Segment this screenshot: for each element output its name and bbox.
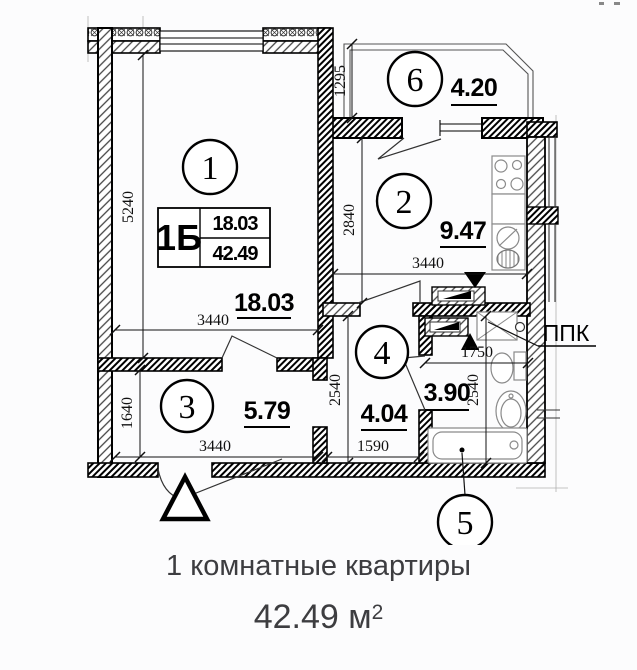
area-living: 18.03 <box>234 289 294 317</box>
area-labels: 18.03 9.47 4.20 5.79 4.04 3.90 <box>234 74 498 431</box>
vent-duct-bathroom <box>424 317 479 350</box>
dim-living-height: 5240 <box>120 191 137 223</box>
dim-corridor-height: 1640 <box>119 397 136 429</box>
floor-plan-drawing: 5240 3440 1295 2840 3440 2540 1590 3440 … <box>87 2 620 545</box>
area-corridor: 5.79 <box>244 397 291 425</box>
room-circle-kitchen: 2 <box>396 184 413 221</box>
caption-area-value: 42.49 м <box>253 598 372 637</box>
bathtub <box>427 427 528 464</box>
balcony-door <box>377 137 442 160</box>
type-table: 1Б 18.03 42.49 <box>156 207 271 268</box>
type-total-area: 42.49 <box>212 243 258 265</box>
area-kitchen: 9.47 <box>440 217 487 245</box>
dim-kitchen-height: 2840 <box>341 204 358 236</box>
room-circles: 1 2 3 4 6 5 <box>159 50 494 545</box>
kitchen-door <box>357 280 421 304</box>
balcony-outline <box>343 43 534 118</box>
caption: 1 комнатные квартиры 42.49 м2 <box>0 548 637 637</box>
cropped-text-artifact <box>599 2 620 5</box>
type-label: 1Б <box>156 217 202 258</box>
caption-area-sup: 2 <box>371 601 384 625</box>
room-circle-balcony: 6 <box>407 62 424 99</box>
interior-walls <box>97 27 531 464</box>
vent-ducts <box>424 272 486 350</box>
stove <box>491 155 526 195</box>
caption-title: 1 комнатные квартиры <box>166 550 471 582</box>
bathroom-fixtures <box>427 311 528 464</box>
room-circle-living: 1 <box>202 150 219 187</box>
type-room-area: 18.03 <box>212 213 258 235</box>
room-circle-hall: 4 <box>374 335 391 372</box>
dim-hall-width: 1590 <box>357 438 389 455</box>
kitchen-sink <box>491 223 526 271</box>
room-circle-corridor: 3 <box>179 389 196 426</box>
vent-duct-kitchen <box>431 272 486 306</box>
area-balcony: 4.20 <box>451 74 498 102</box>
entrance-door-leaf <box>180 458 283 500</box>
room-circle-bathroom: 5 <box>457 505 474 542</box>
kitchen-fixtures <box>491 155 526 271</box>
caption-area: 42.49 м2 <box>0 598 637 637</box>
living-room-door <box>221 335 278 359</box>
dim-bathroom-height: 2540 <box>465 374 482 406</box>
dim-kitchen-width: 3440 <box>412 255 444 272</box>
dimension-lines <box>109 38 534 469</box>
area-hall: 4.04 <box>361 400 408 428</box>
dim-corridor-width: 3440 <box>199 438 231 455</box>
dim-living-width: 3440 <box>197 312 229 329</box>
washbasin <box>495 390 527 432</box>
dim-hall-height: 2540 <box>327 374 344 406</box>
vent-arrow-down <box>464 272 486 288</box>
kitchen-cabinet <box>491 193 526 225</box>
ppk-label: ППК <box>543 320 590 346</box>
area-bathroom: 3.90 <box>424 379 471 407</box>
dimension-texts: 5240 3440 1295 2840 3440 2540 1590 3440 … <box>119 65 493 455</box>
windows <box>159 30 560 419</box>
dim-bathroom-width: 1750 <box>461 344 493 361</box>
vent-arrow-up <box>461 333 479 350</box>
dim-balcony-height: 1295 <box>332 65 349 97</box>
ppk-callout: ППК <box>487 320 596 347</box>
entrance-triangle <box>159 472 211 522</box>
toilet <box>490 351 527 384</box>
